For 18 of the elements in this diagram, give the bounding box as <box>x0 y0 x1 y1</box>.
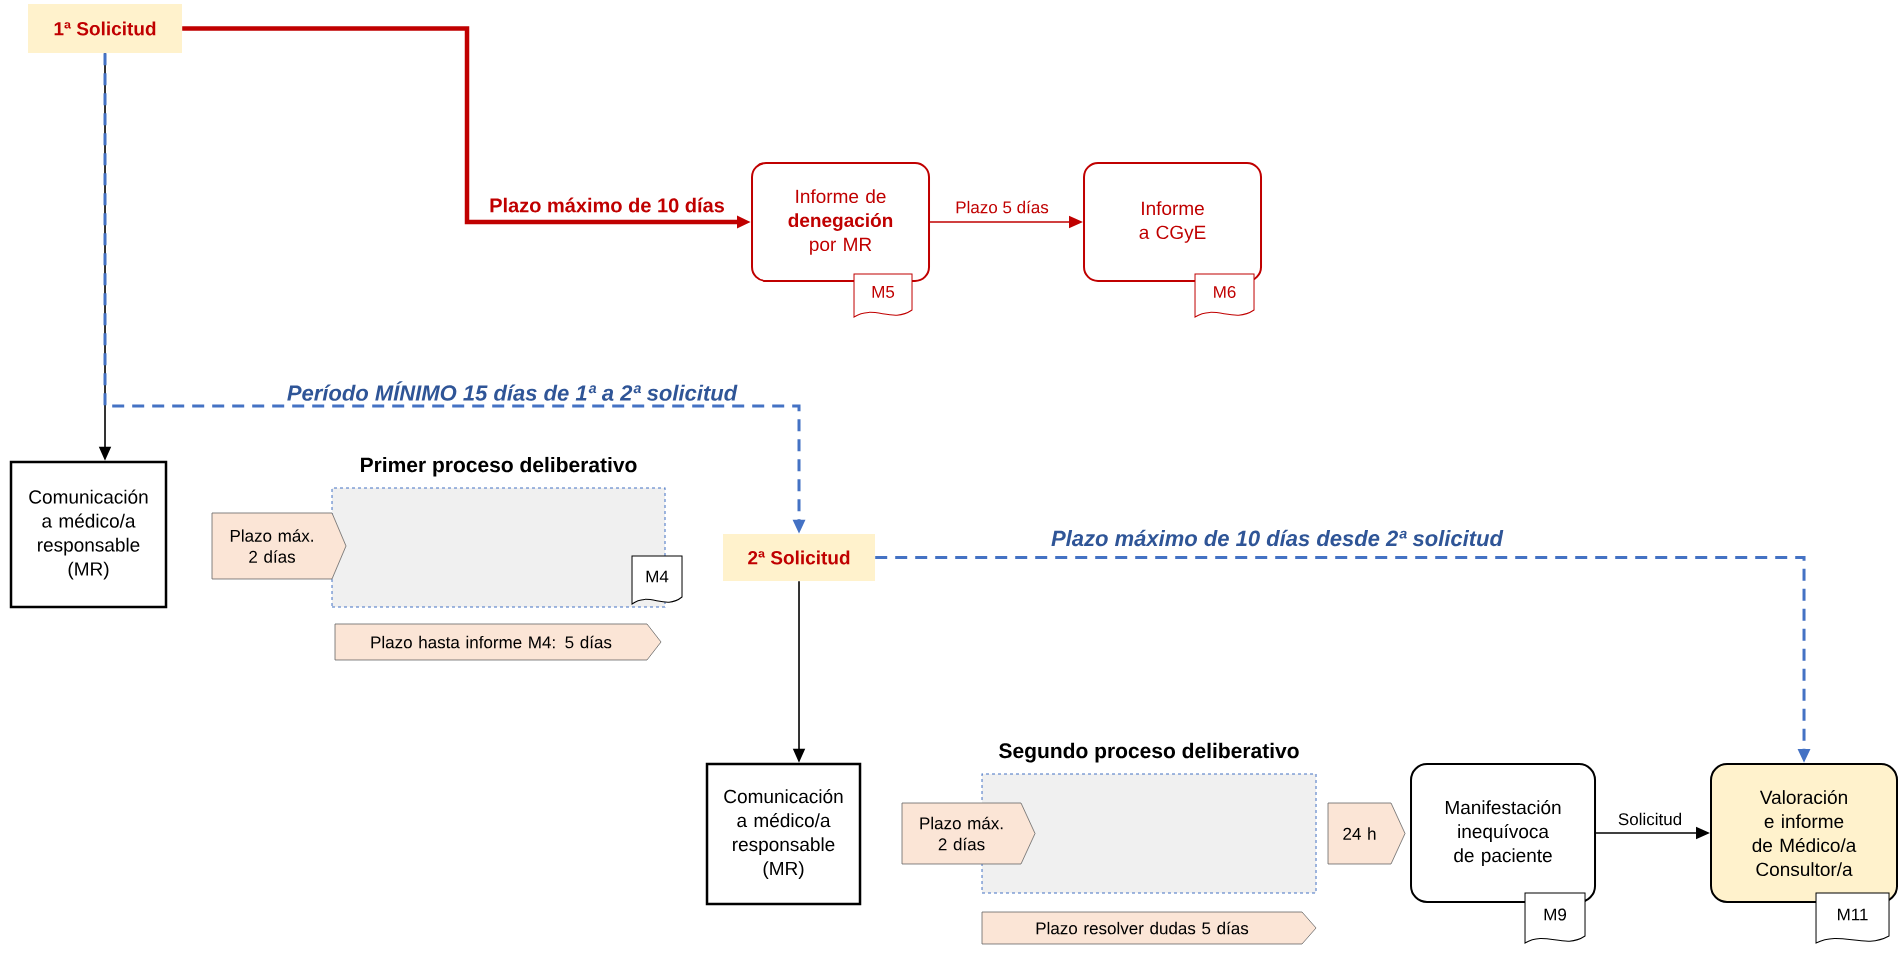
edge-label: Período MÍNIMO 15 días de 1ª a 2ª solicitud <box>284 379 740 403</box>
duration-tag: Plazo máx. 2 días <box>211 512 347 580</box>
heading: Segundo proceso deliberativo <box>999 742 1299 763</box>
edge-label: Plazo máximo de 10 días <box>487 195 727 215</box>
request-box: 1ª Solicitud <box>28 4 182 53</box>
edge-label: Plazo máximo de 10 días desde 2ª solicitud <box>1049 527 1505 549</box>
process-box: Valoración e informe de Médico/a Consultor/a <box>1710 763 1898 903</box>
edge-label: Plazo 5 días <box>953 198 1051 216</box>
process-box: Comunicación a médico/a responsable (MR) <box>9 460 168 609</box>
process-box: Comunicación a médico/a responsable (MR) <box>705 762 862 906</box>
heading: Primer proceso deliberativo <box>361 456 637 477</box>
duration-tag: Plazo hasta informe M4: 5 días <box>334 623 662 661</box>
duration-tag: 24 h <box>1327 802 1406 865</box>
request-box: 2ª Solicitud <box>723 534 875 581</box>
duration-tag: Plazo resolver dudas 5 días <box>981 911 1317 945</box>
duration-tag: Plazo máx. 2 días <box>901 802 1036 865</box>
process-box: Manifestación inequívoca de paciente <box>1410 763 1596 903</box>
edge-label: Solicitud <box>1615 810 1685 828</box>
